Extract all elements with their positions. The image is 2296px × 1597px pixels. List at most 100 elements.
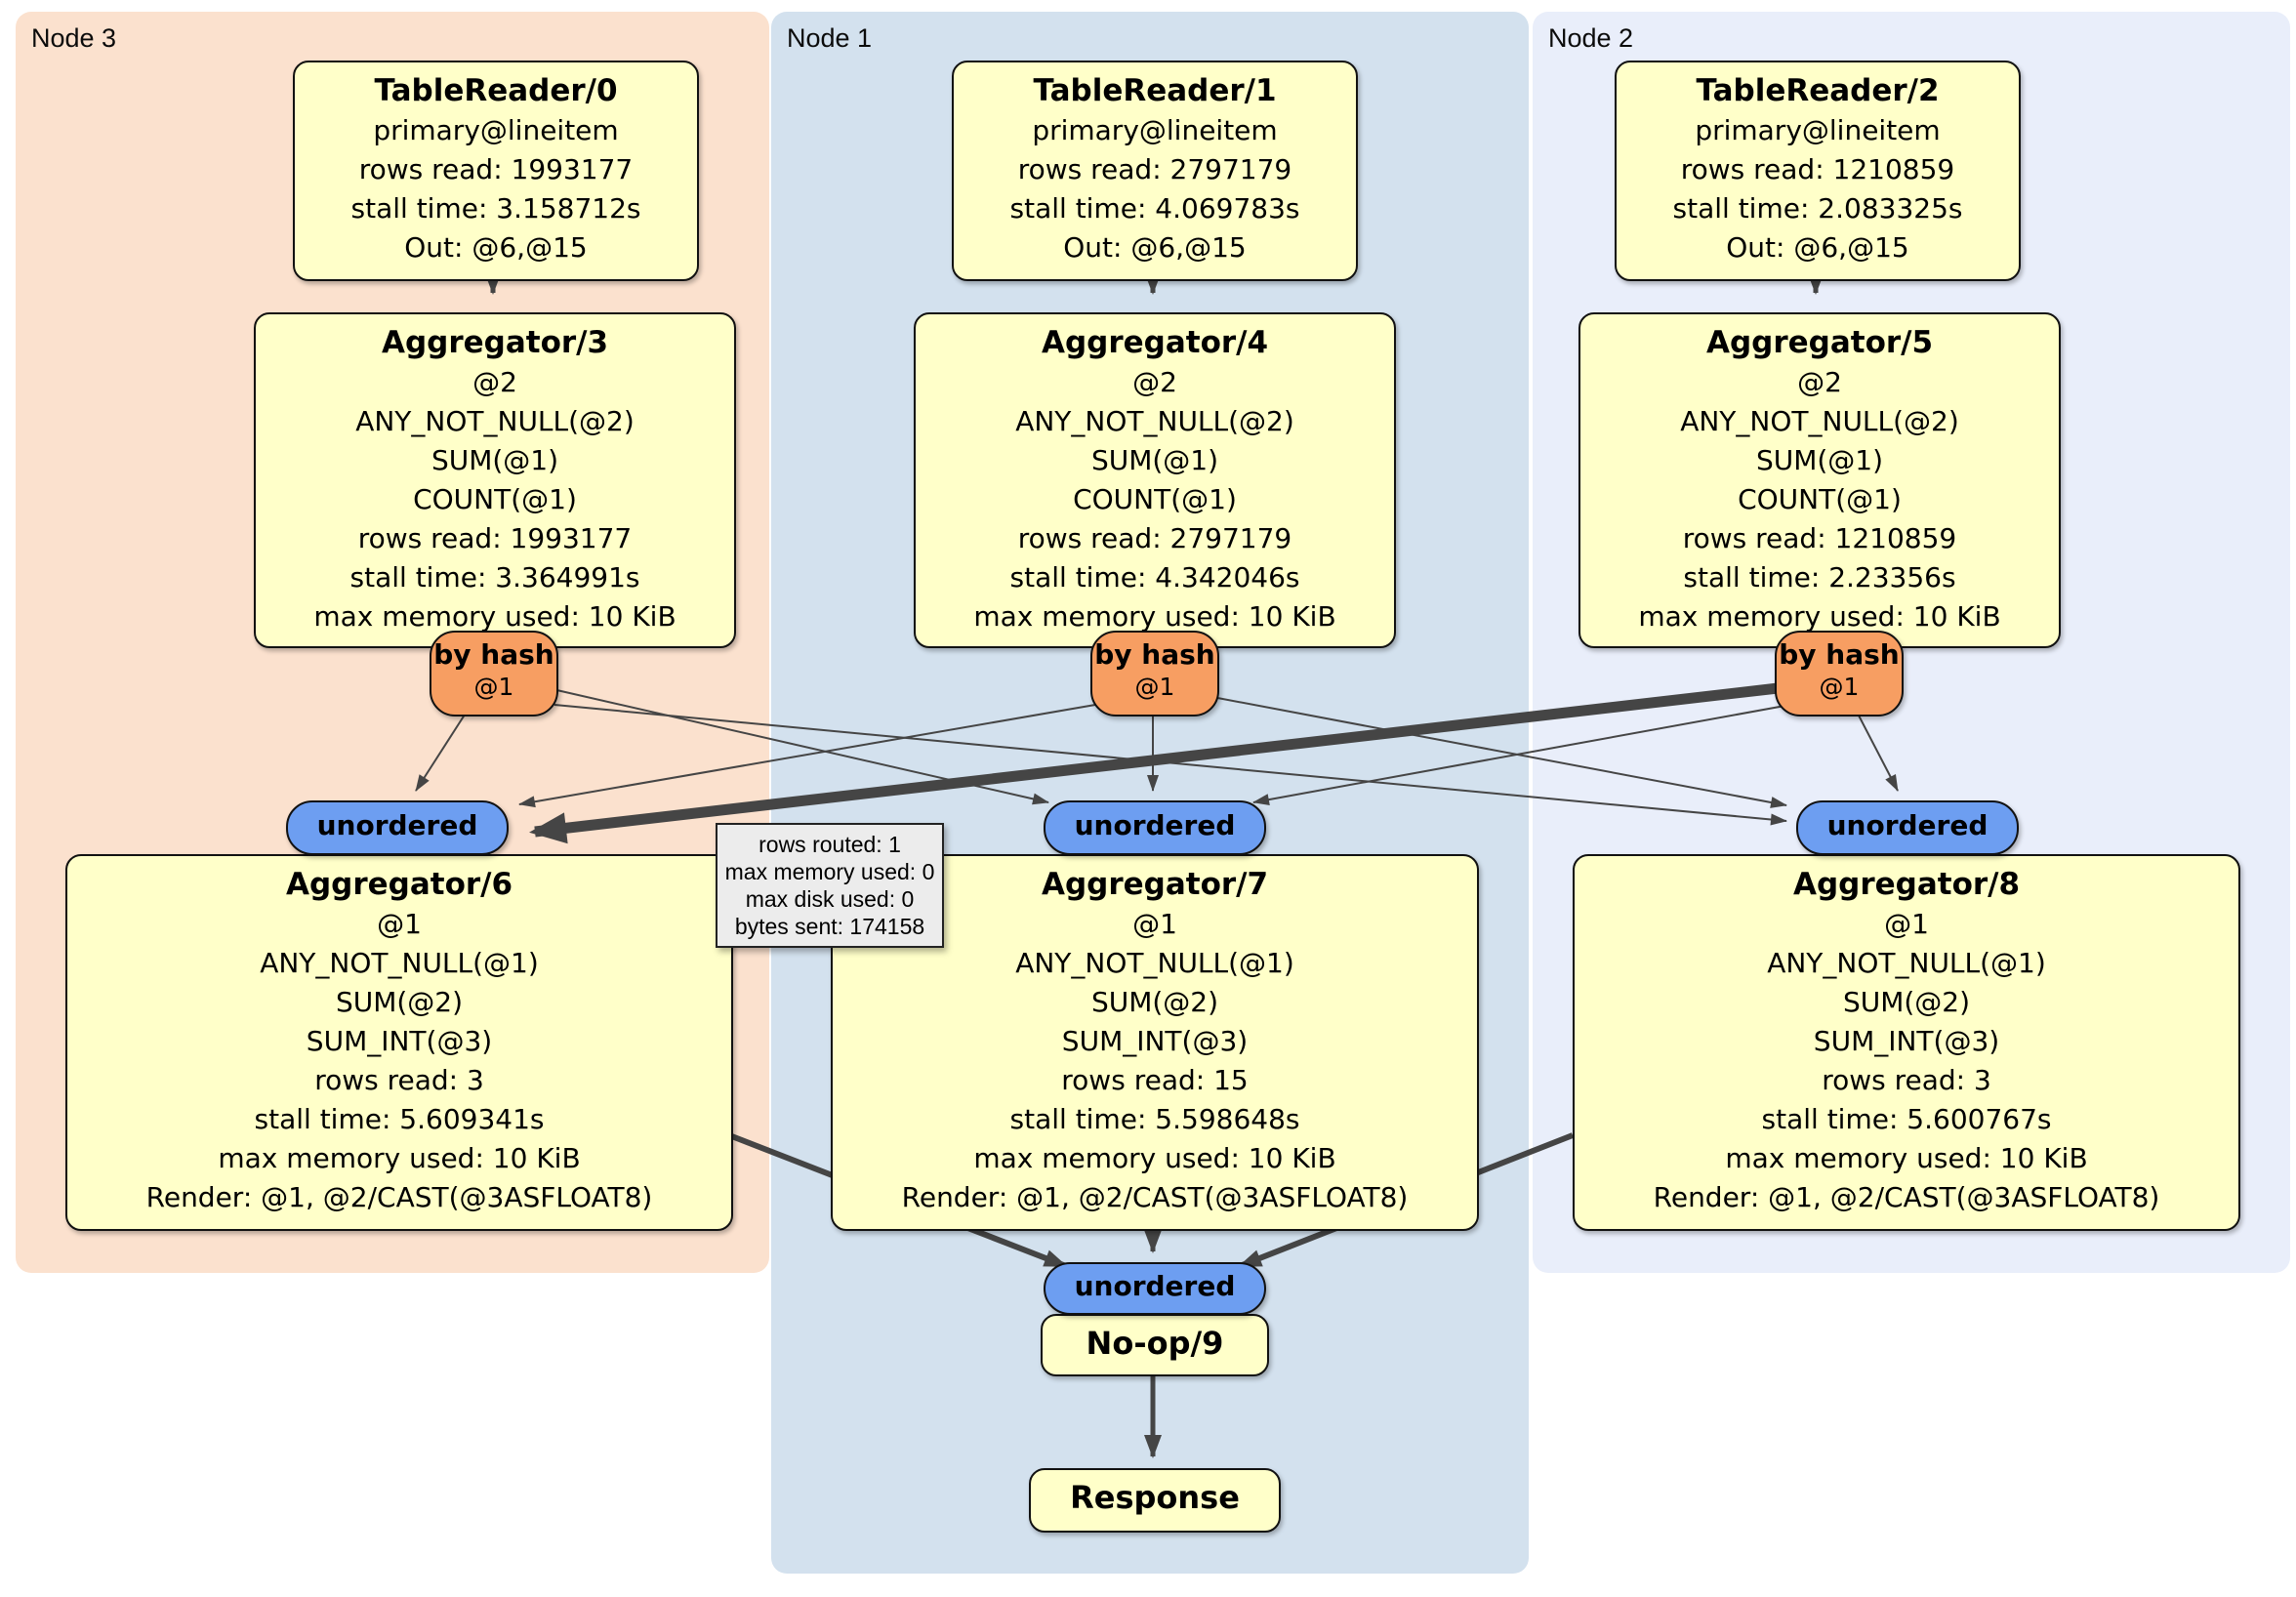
detail-line: ANY_NOT_NULL(@2) (1680, 405, 1959, 437)
detail-line: SUM(@2) (1842, 986, 1971, 1018)
edge-router2-sync1 (1252, 704, 1791, 806)
router-by-hash-node1[interactable]: by hash @1 (1090, 631, 1219, 717)
router-by-hash-node2[interactable]: by hash @1 (1775, 631, 1904, 717)
detail-line: @2 (472, 366, 517, 398)
processor-title: TableReader/2 (1696, 73, 1940, 108)
detail-line: rows read: 2797179 (1017, 522, 1292, 554)
detail-line: stall time: 3.364991s (349, 561, 640, 594)
region-label-node3: Node 3 (31, 23, 117, 53)
detail-line: stall time: 5.600767s (1761, 1103, 2052, 1135)
detail-line: max memory used: 10 KiB (1638, 600, 2001, 633)
detail-line: stall time: 4.342046s (1009, 561, 1300, 594)
detail-line: SUM(@1) (430, 444, 559, 476)
detail-line: ANY_NOT_NULL(@1) (260, 947, 539, 979)
processor-title: TableReader/0 (374, 73, 618, 108)
router-label: by hash (433, 638, 554, 671)
detail-line: SUM(@1) (1090, 444, 1219, 476)
processor-title: Aggregator/7 (1041, 867, 1269, 902)
processor-title: Aggregator/3 (381, 325, 609, 360)
detail-line: rows routed: 1 (758, 832, 901, 857)
sync-unordered-node3[interactable]: unordered (286, 800, 509, 855)
detail-line: stall time: 2.083325s (1672, 192, 1963, 225)
detail-line: rows read: 1993177 (358, 153, 634, 185)
detail-line: max disk used: 0 (745, 886, 915, 912)
region-label-node2: Node 2 (1548, 23, 1634, 53)
detail-line: COUNT(@1) (1738, 483, 1902, 515)
sync-unordered-final[interactable]: unordered (1044, 1262, 1266, 1315)
detail-line: @1 (1132, 908, 1177, 940)
router-by-hash-node3[interactable]: by hash @1 (430, 631, 558, 717)
detail-line: bytes sent: 174158 (734, 914, 925, 939)
processor-title: Aggregator/8 (1792, 867, 2021, 902)
detail-line: rows read: 3 (1822, 1064, 1991, 1096)
detail-line: Out: @6,@15 (1726, 231, 1909, 264)
detail-line: @1 (377, 908, 422, 940)
detail-line: rows read: 3 (314, 1064, 484, 1096)
region-label-node1: Node 1 (787, 23, 873, 53)
detail-line: max memory used: 10 KiB (1725, 1142, 2088, 1174)
processor-title: TableReader/1 (1033, 73, 1277, 108)
detail-line: stall time: 2.23356s (1683, 561, 1956, 594)
detail-line: SUM(@2) (335, 986, 464, 1018)
router-hash-key: @1 (473, 673, 514, 701)
detail-line: max memory used: 10 KiB (973, 1142, 1336, 1174)
detail-line: Render: @1, @2/CAST(@3ASFLOAT8) (1653, 1181, 2160, 1213)
processor-response[interactable]: Response (1029, 1468, 1281, 1533)
detail-line: SUM(@2) (1090, 986, 1219, 1018)
router-hash-key: @1 (1819, 673, 1860, 701)
processor-title: Aggregator/6 (285, 867, 513, 902)
edge-router1-sync3 (518, 704, 1096, 808)
router-hash-key: @1 (1134, 673, 1175, 701)
processor-noop-9[interactable]: No-op/9 (1041, 1314, 1269, 1376)
detail-line: max memory used: 0 (724, 859, 935, 884)
detail-line: SUM_INT(@3) (1061, 1025, 1249, 1057)
processor-title: No-op/9 (1086, 1325, 1224, 1362)
detail-line: @2 (1132, 366, 1177, 398)
detail-line: max memory used: 10 KiB (973, 600, 1336, 633)
edge-router2-sync2 (1856, 711, 1899, 792)
detail-line: Render: @1, @2/CAST(@3ASFLOAT8) (145, 1181, 653, 1213)
detail-line: stall time: 4.069783s (1009, 192, 1300, 225)
edge-router1-sync2 (1211, 696, 1787, 808)
detail-line: max memory used: 10 KiB (313, 600, 676, 633)
detail-line: max memory used: 10 KiB (218, 1142, 581, 1174)
processor-title: Response (1070, 1479, 1240, 1516)
detail-line: ANY_NOT_NULL(@1) (1015, 947, 1294, 979)
detail-line: ANY_NOT_NULL(@2) (1015, 405, 1294, 437)
detail-line: stall time: 5.609341s (254, 1103, 545, 1135)
detail-line: Render: @1, @2/CAST(@3ASFLOAT8) (901, 1181, 1409, 1213)
router-label: by hash (1094, 638, 1215, 671)
detail-line: Out: @6,@15 (404, 231, 588, 264)
edge-router2-sync3-thick[interactable] (529, 681, 1787, 844)
detail-line: ANY_NOT_NULL(@2) (355, 405, 635, 437)
detail-line: SUM(@1) (1755, 444, 1884, 476)
sync-unordered-node1[interactable]: unordered (1044, 800, 1266, 855)
detail-line: rows read: 1210859 (1682, 522, 1957, 554)
edge-router3-sync3 (415, 711, 468, 792)
sync-unordered-node2[interactable]: unordered (1796, 800, 2019, 855)
detail-line: ANY_NOT_NULL(@1) (1767, 947, 2046, 979)
detail-line: COUNT(@1) (1073, 483, 1237, 515)
detail-line: stall time: 3.158712s (350, 192, 641, 225)
detail-line: primary@lineitem (373, 114, 619, 146)
detail-line: primary@lineitem (1695, 114, 1941, 146)
processor-tablereader-0[interactable]: TableReader/0 primary@lineitem rows read:… (293, 61, 699, 281)
detail-line: COUNT(@1) (413, 483, 577, 515)
